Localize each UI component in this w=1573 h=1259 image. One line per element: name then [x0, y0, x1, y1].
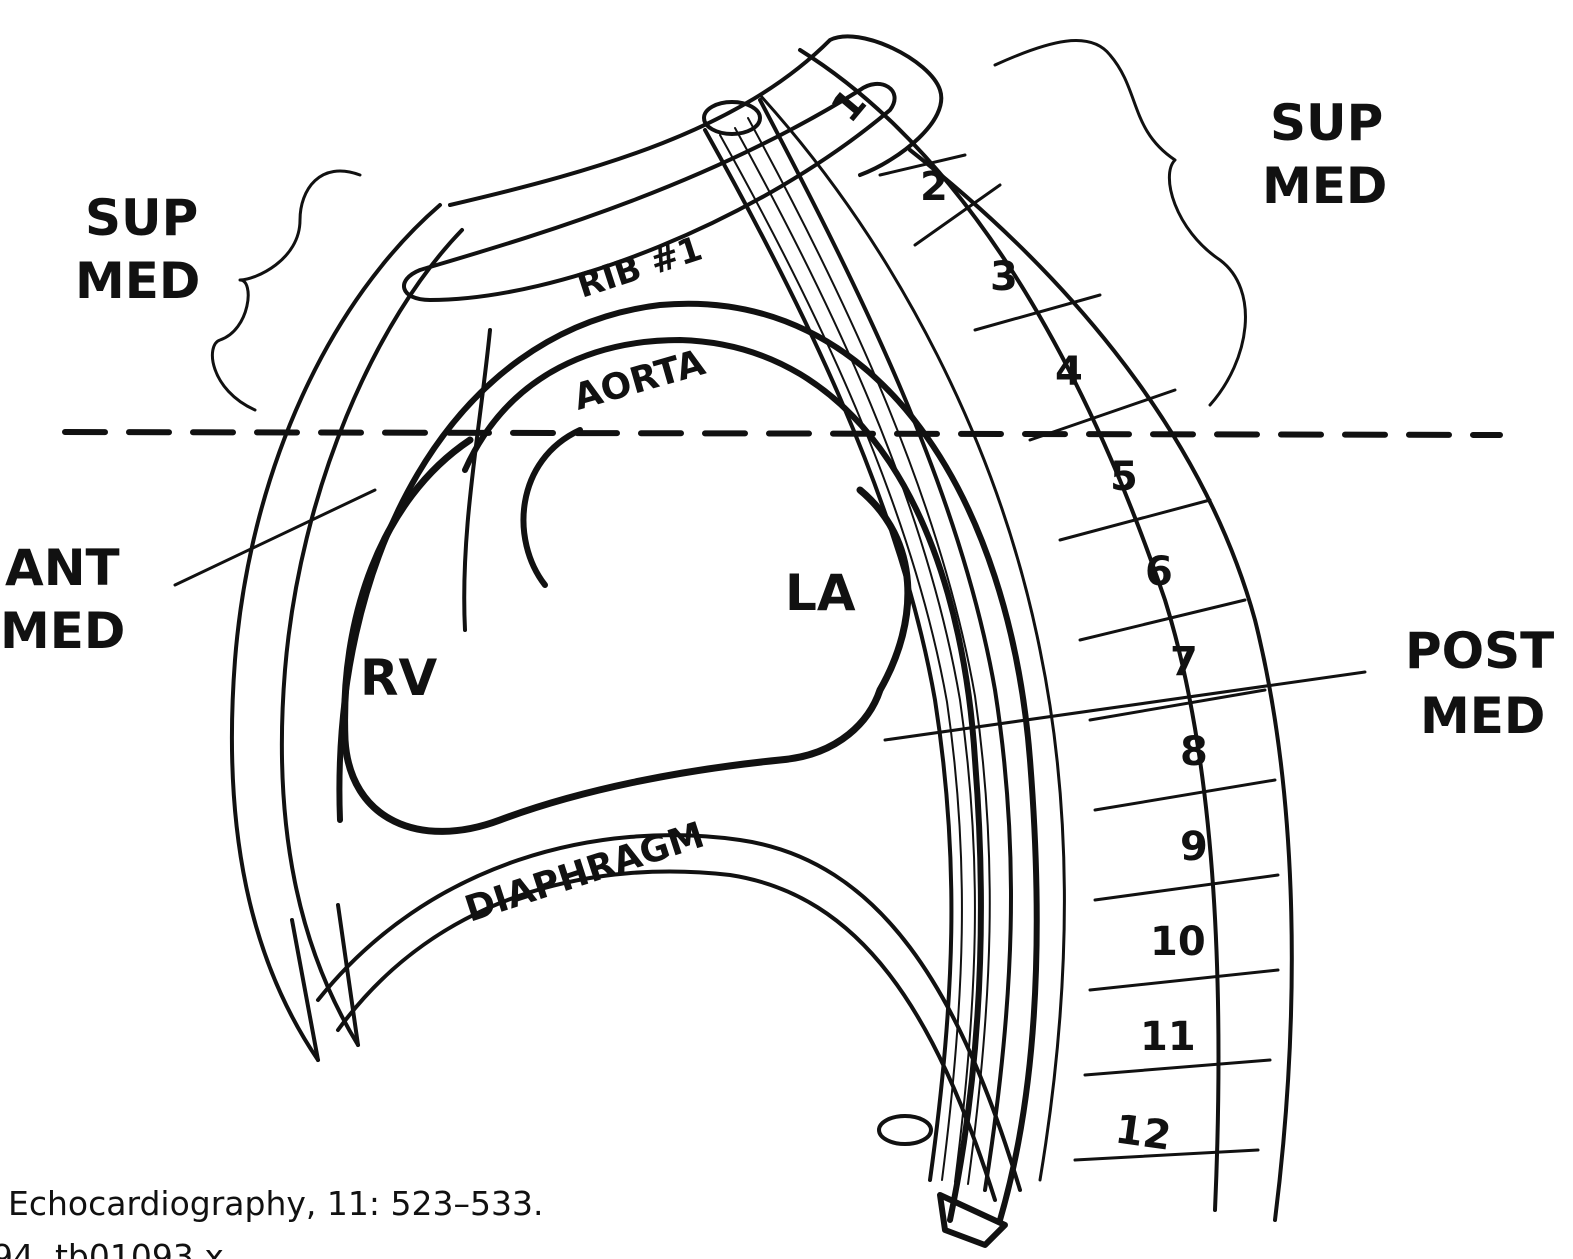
sup-med-left-label-2: MED — [75, 252, 200, 310]
anterior-chest-wall — [232, 205, 462, 1060]
post-med-label-1: POST — [1405, 622, 1554, 680]
citation-line-1: Echocardiography, 11: 523–533. — [8, 1184, 543, 1223]
vertebra-1: 1 — [823, 80, 876, 131]
vertebra-2: 2 — [920, 164, 948, 210]
diaphragm — [318, 835, 1020, 1200]
la-label: LA — [785, 564, 856, 622]
vertebra-11: 11 — [1140, 1014, 1196, 1060]
vertebra-12: 12 — [1112, 1106, 1174, 1159]
vertebral-column — [760, 50, 1292, 1220]
ant-med-label-1: ANT — [5, 539, 120, 597]
sup-med-right-label-1: SUP — [1270, 94, 1383, 152]
citation-line-2: 94. tb01093.x — [0, 1237, 224, 1259]
vertebra-8: 8 — [1180, 729, 1208, 775]
ant-med-label-2: MED — [0, 602, 125, 660]
vertebra-5: 5 — [1110, 454, 1138, 500]
post-med-label-2: MED — [1420, 687, 1545, 745]
ant-med-pointer — [175, 490, 375, 585]
sup-med-left-bracket — [212, 171, 360, 410]
vertebra-4: 4 — [1055, 349, 1083, 395]
rib-label: RIB #1 — [572, 229, 707, 307]
rv-label: RV — [360, 649, 438, 707]
vertebra-7: 7 — [1170, 639, 1198, 685]
sup-med-left-label-1: SUP — [85, 189, 198, 247]
vertebra-10: 10 — [1150, 919, 1206, 965]
sup-med-right-label-2: MED — [1262, 157, 1387, 215]
esophagus — [704, 100, 1011, 1190]
sup-med-right-bracket — [995, 41, 1245, 405]
vertebra-6: 6 — [1145, 549, 1173, 595]
dashed-division-line — [65, 432, 1500, 435]
vertebra-9: 9 — [1180, 824, 1208, 870]
vertebra-3: 3 — [990, 254, 1018, 300]
